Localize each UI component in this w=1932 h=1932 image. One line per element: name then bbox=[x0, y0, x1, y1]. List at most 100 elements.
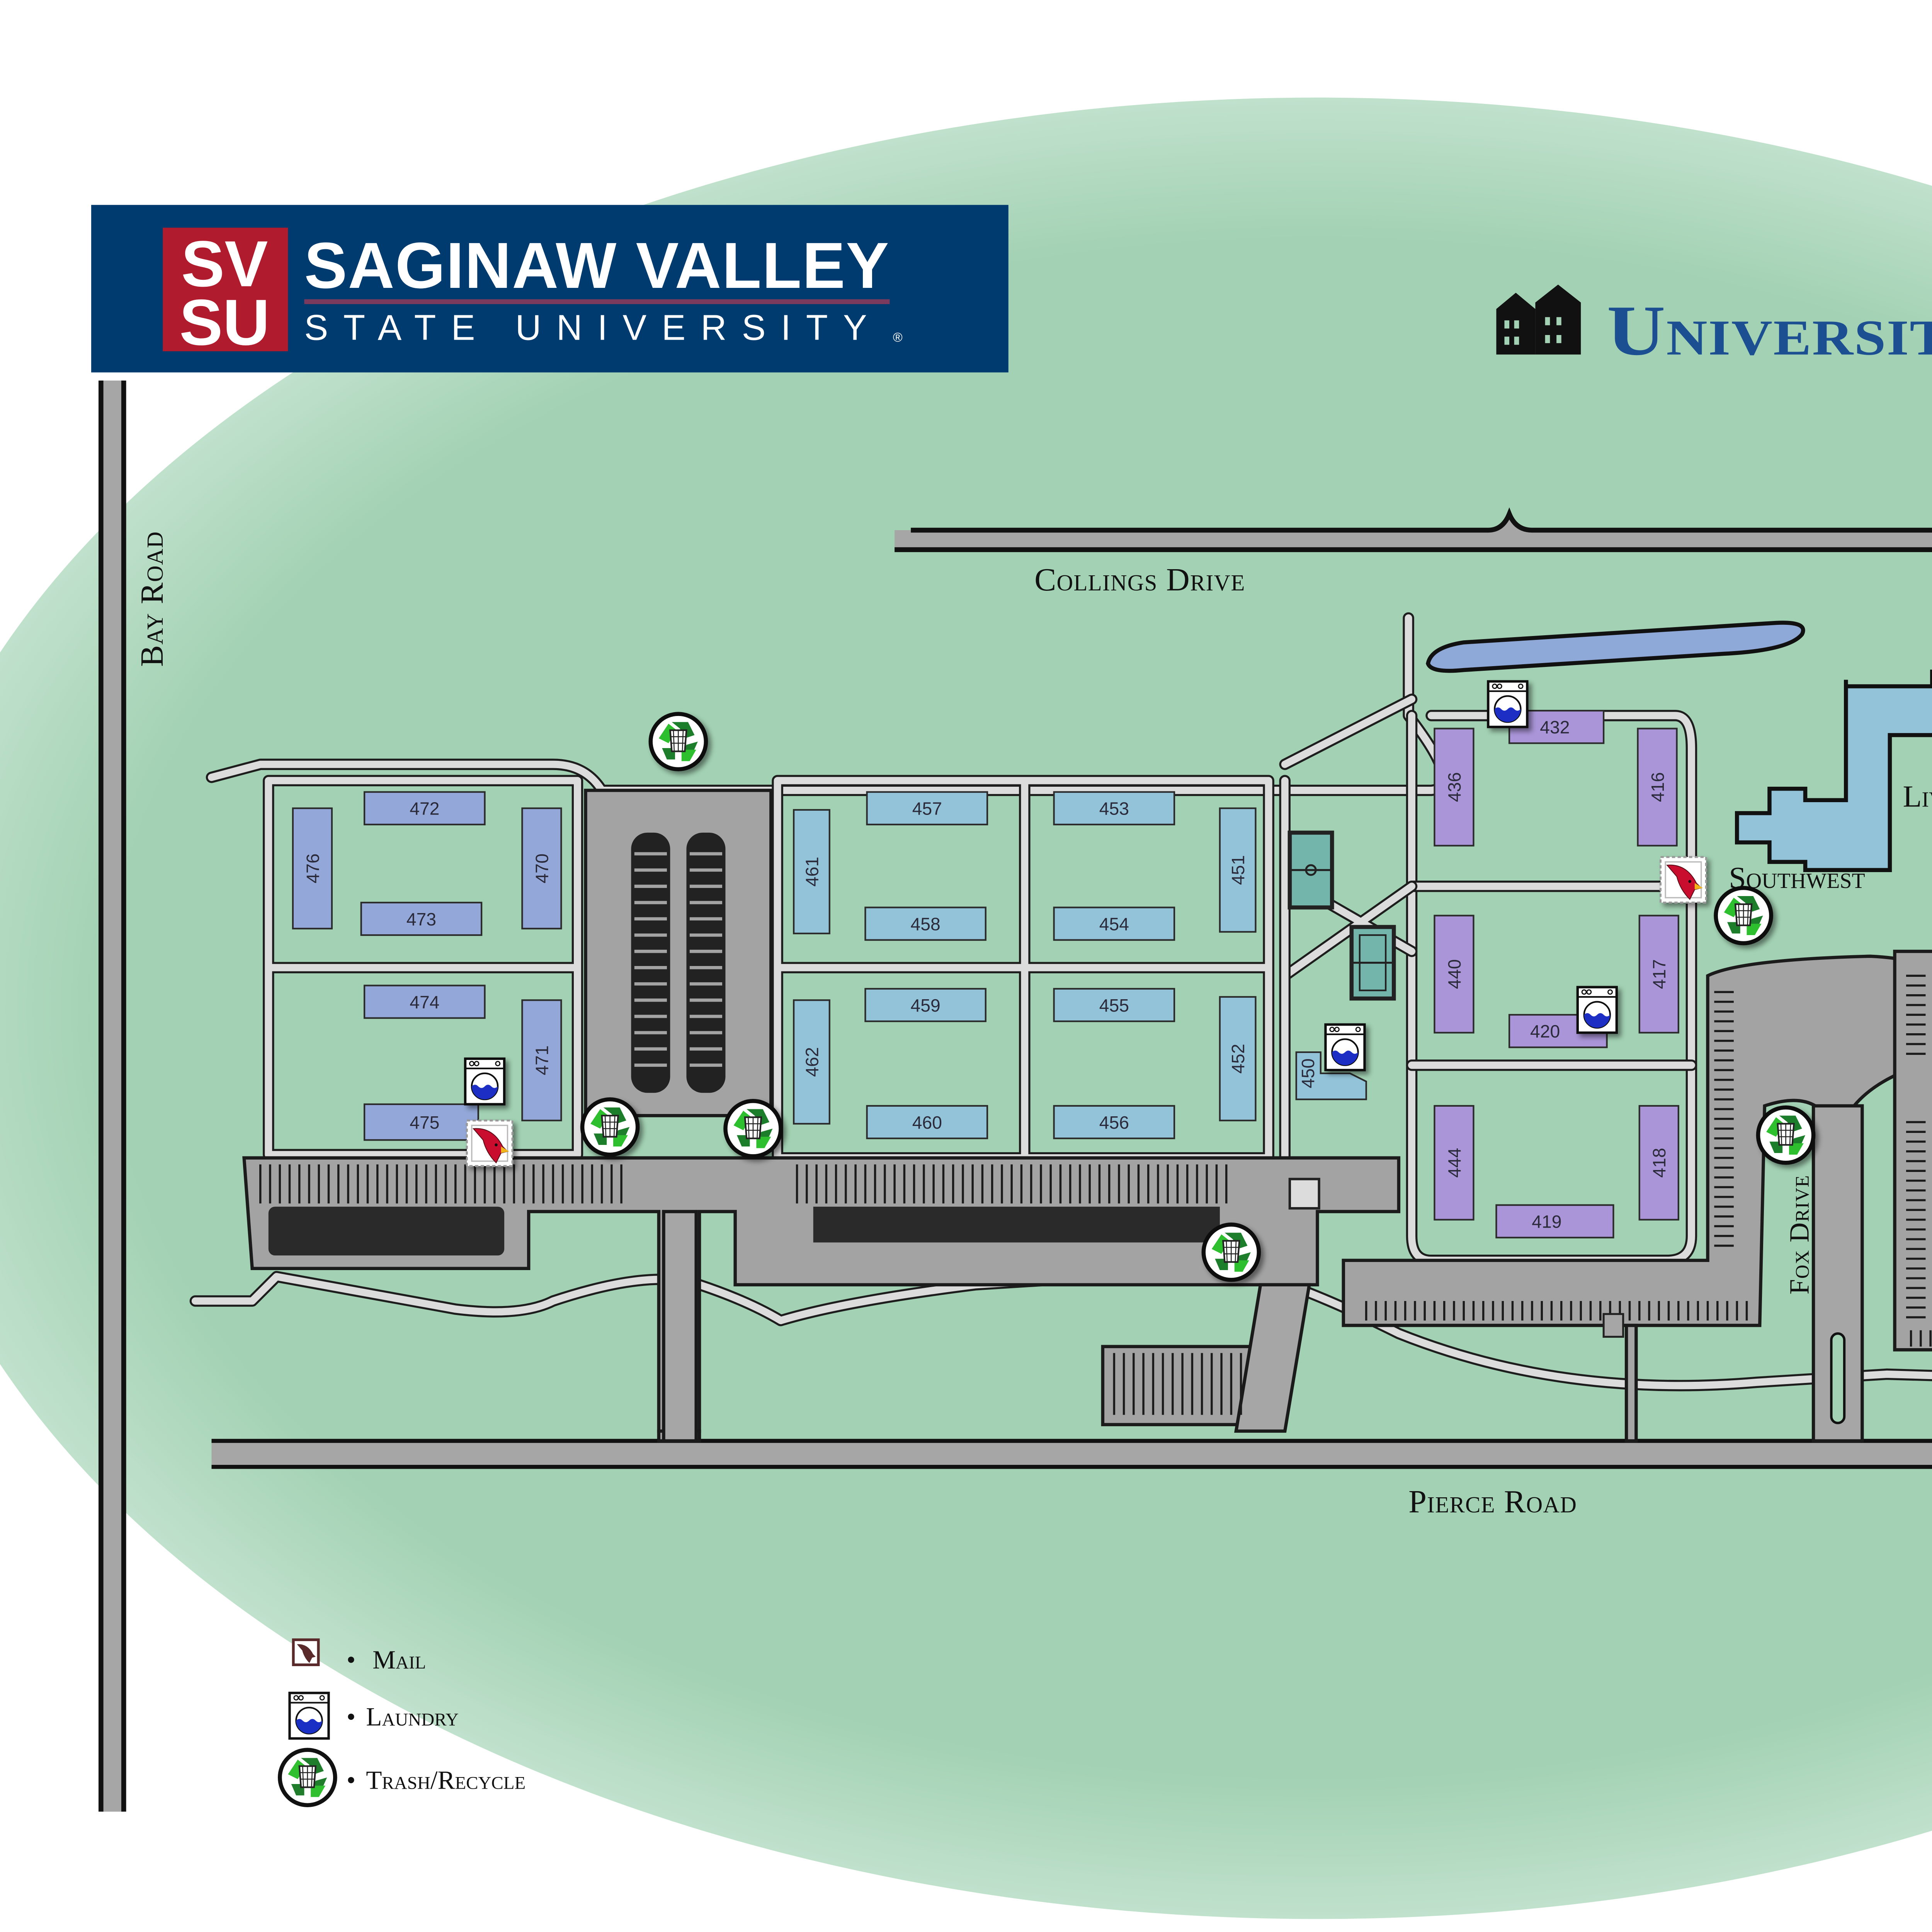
svg-text:454: 454 bbox=[1099, 914, 1129, 934]
svg-text:444: 444 bbox=[1444, 1148, 1464, 1178]
trash-recycle-icon bbox=[280, 1750, 335, 1805]
logo-monogram-top: SV bbox=[181, 228, 268, 300]
building-group-east: 432 436 416 440 420 417 444 419 418 bbox=[1434, 710, 1679, 1238]
building-476[interactable]: 476 bbox=[292, 807, 333, 930]
building-group-west: 472 476 470 473 474 471 475 bbox=[292, 791, 562, 1141]
svg-text:451: 451 bbox=[1228, 855, 1248, 885]
svg-text:Laundry: Laundry bbox=[366, 1702, 459, 1731]
svg-text:419: 419 bbox=[1532, 1212, 1561, 1232]
logo-monogram-block bbox=[163, 228, 288, 352]
svg-text:458: 458 bbox=[911, 914, 940, 934]
trash-recycle-icon[interactable] bbox=[651, 714, 706, 769]
laundry-icon[interactable] bbox=[1578, 987, 1617, 1033]
building-461[interactable]: 461 bbox=[793, 809, 830, 934]
collings-drive-label: Collings Drive bbox=[1034, 562, 1245, 598]
fox-drive-label: Fox Drive bbox=[1784, 1175, 1815, 1295]
svg-text:®: ® bbox=[893, 330, 903, 345]
svg-text:Mail: Mail bbox=[372, 1645, 426, 1674]
laundry-icon[interactable] bbox=[465, 1059, 504, 1104]
svg-text:459: 459 bbox=[911, 995, 940, 1015]
building-457[interactable]: 457 bbox=[866, 791, 988, 825]
walkways bbox=[189, 612, 1932, 1391]
building-417[interactable]: 417 bbox=[1638, 915, 1679, 1034]
svsu-logo: SV SU SAGINAW VALLEY STATE UNIVERSITY ® bbox=[91, 205, 1009, 372]
building-452[interactable]: 452 bbox=[1219, 996, 1257, 1121]
building-436[interactable]: 436 bbox=[1434, 728, 1475, 847]
svg-text:476: 476 bbox=[303, 854, 323, 883]
building-440[interactable]: 440 bbox=[1434, 915, 1475, 1034]
trash-recycle-icon[interactable] bbox=[725, 1101, 781, 1156]
building-462[interactable]: 462 bbox=[793, 999, 830, 1125]
pierce-road bbox=[211, 1439, 1932, 1469]
trash-recycle-icon[interactable] bbox=[1716, 888, 1771, 943]
building-471[interactable]: 471 bbox=[521, 999, 562, 1121]
building-455[interactable]: 455 bbox=[1053, 988, 1175, 1022]
svg-text:436: 436 bbox=[1444, 772, 1464, 802]
svg-text:•: • bbox=[347, 1702, 356, 1731]
svg-text:440: 440 bbox=[1444, 959, 1464, 989]
building-474[interactable]: 474 bbox=[363, 985, 486, 1019]
collings-drive bbox=[895, 507, 1932, 552]
building-458[interactable]: 458 bbox=[864, 906, 986, 941]
building-450[interactable]: 450 bbox=[1295, 1051, 1367, 1100]
svg-text:462: 462 bbox=[802, 1047, 822, 1077]
laundry-icon bbox=[290, 1693, 329, 1738]
living-center-label: Living Center bbox=[1903, 780, 1932, 814]
logo-monogram-bottom: SU bbox=[179, 286, 270, 359]
title-text: University Village bbox=[1607, 291, 1932, 371]
building-451[interactable]: 451 bbox=[1219, 807, 1257, 933]
building-470[interactable]: 470 bbox=[521, 807, 562, 930]
building-456[interactable]: 456 bbox=[1053, 1105, 1175, 1139]
building-group-central: 457 461 458 453 451 454 459 462 460 455 … bbox=[793, 791, 1367, 1139]
building-473[interactable]: 473 bbox=[360, 901, 483, 936]
bay-road-label: Bay Road bbox=[134, 531, 170, 667]
svg-text:461: 461 bbox=[802, 857, 822, 886]
trash-recycle-icon[interactable] bbox=[1758, 1107, 1813, 1163]
svg-text:455: 455 bbox=[1099, 995, 1129, 1015]
svg-text:417: 417 bbox=[1649, 959, 1669, 989]
svg-text:471: 471 bbox=[532, 1045, 552, 1075]
utility-shed bbox=[1288, 1178, 1320, 1210]
legend-item-trash: • Trash/Recycle bbox=[280, 1750, 526, 1805]
svg-text:457: 457 bbox=[912, 799, 942, 819]
mail-icon[interactable] bbox=[1660, 857, 1706, 903]
laundry-icon[interactable] bbox=[1325, 1025, 1364, 1070]
svg-text:473: 473 bbox=[406, 909, 436, 929]
logo-line2: STATE UNIVERSITY bbox=[304, 308, 881, 348]
svg-text:420: 420 bbox=[1530, 1021, 1560, 1041]
building-475[interactable]: 475 bbox=[363, 1103, 479, 1141]
svg-text:416: 416 bbox=[1648, 772, 1668, 802]
service-path bbox=[1624, 1323, 1638, 1443]
building-459[interactable]: 459 bbox=[864, 988, 986, 1022]
building-472[interactable]: 472 bbox=[363, 791, 486, 825]
mail-icon[interactable] bbox=[467, 1121, 512, 1166]
page-title: University Village bbox=[1496, 284, 1932, 371]
svg-text:472: 472 bbox=[410, 799, 439, 819]
svg-text:474: 474 bbox=[410, 992, 439, 1012]
pierce-road-label: Pierce Road bbox=[1408, 1484, 1577, 1520]
building-416[interactable]: 416 bbox=[1637, 728, 1678, 847]
trash-recycle-icon[interactable] bbox=[1204, 1225, 1259, 1280]
living-center bbox=[1735, 669, 1932, 872]
laundry-icon[interactable] bbox=[1488, 681, 1527, 727]
svg-text:418: 418 bbox=[1649, 1148, 1669, 1178]
svg-text:456: 456 bbox=[1099, 1112, 1129, 1133]
building-444[interactable]: 444 bbox=[1434, 1105, 1475, 1221]
parking bbox=[242, 789, 1932, 1443]
building-418[interactable]: 418 bbox=[1638, 1105, 1679, 1221]
svg-text:•: • bbox=[347, 1766, 356, 1795]
building-453[interactable]: 453 bbox=[1053, 791, 1175, 825]
svg-text:460: 460 bbox=[912, 1112, 942, 1133]
houses-icon bbox=[1496, 284, 1581, 355]
svg-text:470: 470 bbox=[532, 854, 552, 883]
connector-road-west bbox=[662, 1210, 698, 1443]
fox-drive bbox=[1811, 1104, 1864, 1443]
trash-recycle-icon[interactable] bbox=[582, 1099, 638, 1155]
building-419[interactable]: 419 bbox=[1495, 1204, 1614, 1238]
legend-item-mail: • Mail bbox=[292, 1638, 426, 1674]
building-454[interactable]: 454 bbox=[1053, 906, 1175, 941]
svg-text:Trash/Recycle: Trash/Recycle bbox=[366, 1766, 526, 1795]
building-460[interactable]: 460 bbox=[866, 1105, 988, 1139]
legend: • Mail • Laundry • Trash/Recycle bbox=[280, 1638, 526, 1805]
